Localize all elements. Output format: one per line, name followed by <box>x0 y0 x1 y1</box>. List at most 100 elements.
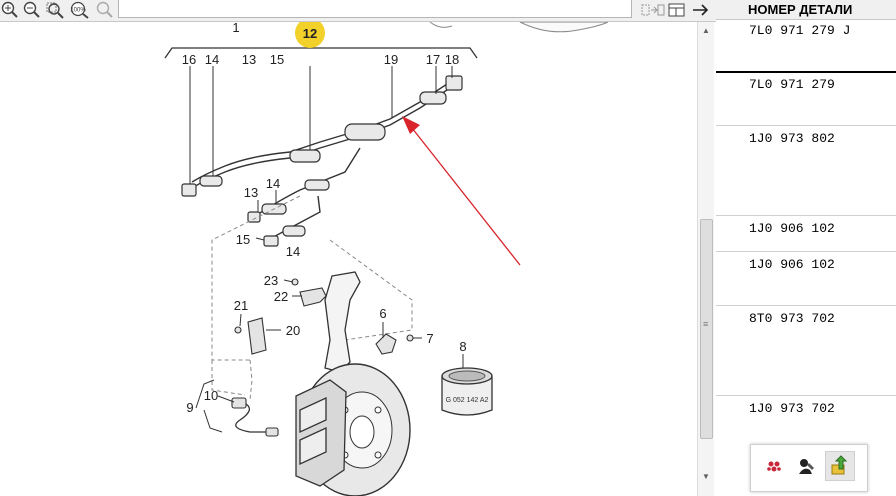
row-divider <box>716 125 896 126</box>
split-view-button[interactable] <box>640 0 666 19</box>
scroll-up-button[interactable]: ▲ <box>698 22 714 38</box>
callout-23[interactable]: 23 <box>264 273 278 288</box>
grommet <box>419 91 447 105</box>
callout-19[interactable]: 19 <box>384 52 398 67</box>
part-row[interactable]: 1J0 906 102 <box>749 221 835 236</box>
callout-22[interactable]: 22 <box>274 289 288 304</box>
zoom-in-button[interactable] <box>0 0 20 19</box>
row-divider <box>716 251 896 252</box>
grease-tube-8: G 052 142 A2 <box>441 367 493 416</box>
callout-16[interactable]: 16 <box>182 52 196 67</box>
row-divider <box>716 215 896 216</box>
zoom-area-button[interactable] <box>46 0 66 19</box>
zoom-in-icon <box>1 1 18 18</box>
grease-tube-label: G 052 142 A2 <box>446 397 489 404</box>
callout-18[interactable]: 18 <box>445 52 459 67</box>
scroll-down-icon: ▼ <box>702 471 710 481</box>
red-arrowhead <box>402 116 420 134</box>
grommet <box>199 175 223 187</box>
callout-12[interactable]: 12 <box>303 26 317 41</box>
rear-sensor-plug <box>265 427 279 437</box>
next-button[interactable] <box>690 0 712 19</box>
sensor-plug <box>247 211 261 223</box>
zoom-out-button[interactable] <box>22 0 42 19</box>
layout-icon <box>668 3 685 16</box>
part-row[interactable]: 1J0 906 102 <box>749 257 835 272</box>
part-row[interactable]: 7L0 971 279 <box>749 77 835 92</box>
scroll-up-icon: ▲ <box>702 25 710 35</box>
sensor-plug <box>263 235 279 247</box>
layout-button[interactable] <box>667 0 687 19</box>
parts-diagram[interactable]: G 052 142 A2 1 12 16 14 13 <box>0 22 697 496</box>
abs-sensor-harness <box>191 81 451 241</box>
export-icon <box>831 455 848 475</box>
zoom-100-icon: 100% <box>70 1 89 19</box>
grommet <box>289 149 321 163</box>
export-button[interactable] <box>825 451 855 481</box>
callout-14b[interactable]: 14 <box>266 176 280 191</box>
steering-knuckle <box>324 271 361 373</box>
split-view-icon <box>641 4 665 15</box>
callout-15[interactable]: 15 <box>270 52 284 67</box>
bracket-20 <box>247 317 267 355</box>
grommet <box>282 225 306 237</box>
row-divider <box>716 71 896 73</box>
zoom-100-button[interactable]: 100% <box>70 0 92 19</box>
callout-17[interactable]: 17 <box>426 52 440 67</box>
group-bracket <box>164 47 478 59</box>
bracket-22 <box>299 287 327 307</box>
scroll-down-button[interactable]: ▼ <box>698 468 714 484</box>
callout-10[interactable]: 10 <box>204 388 218 403</box>
part-row[interactable]: 1J0 973 702 <box>749 401 835 416</box>
search-field[interactable] <box>118 0 632 18</box>
parts-icon <box>767 461 781 472</box>
callout-12-highlight[interactable] <box>295 22 325 48</box>
rear-sensor-plug-10 <box>231 397 247 409</box>
assembly-guide-lines <box>211 195 413 401</box>
callout-8[interactable]: 8 <box>459 339 466 354</box>
callout-20[interactable]: 20 <box>286 323 300 338</box>
sensor-plug <box>181 183 197 197</box>
parts-button[interactable] <box>759 451 789 481</box>
mechanic-button[interactable] <box>791 451 821 481</box>
parts-list-panel: НОМЕР ДЕТАЛИ 7L0 971 279 J 7L0 971 279 1… <box>716 0 896 496</box>
callout-1[interactable]: 1 <box>232 22 239 35</box>
exploded-view-drawing: G 052 142 A2 1 12 16 14 13 <box>164 22 609 496</box>
speed-sensor-6 <box>375 333 397 355</box>
grip-icon: ≡ <box>703 319 709 329</box>
mechanic-icon <box>799 459 814 474</box>
viewer-toolbar: 100% <box>0 0 716 22</box>
connector-housing <box>344 123 386 141</box>
callout-14[interactable]: 14 <box>205 52 219 67</box>
zoom-fit-icon <box>96 1 113 18</box>
bolt-7 <box>406 334 414 342</box>
part-number-column-header[interactable]: НОМЕР ДЕТАЛИ <box>716 0 896 20</box>
row-divider <box>716 305 896 306</box>
callout-9[interactable]: 9 <box>186 400 193 415</box>
callout-13b[interactable]: 13 <box>244 185 258 200</box>
zoom-area-icon <box>46 2 64 19</box>
part-row[interactable]: 7L0 971 279 J <box>749 23 851 38</box>
arrow-right-icon <box>693 3 709 16</box>
part-row[interactable]: 8T0 973 702 <box>749 311 835 326</box>
zoom-out-icon <box>23 1 40 18</box>
screw-21 <box>234 326 242 334</box>
grommet <box>304 179 330 191</box>
callout-6[interactable]: 6 <box>379 306 386 321</box>
zoom-100-label: 100% <box>70 7 86 13</box>
diagram-scrollbar[interactable]: ▲ ≡ ▼ <box>697 22 714 496</box>
scroll-thumb[interactable]: ≡ <box>700 219 713 439</box>
callout-13[interactable]: 13 <box>242 52 256 67</box>
part-row[interactable]: 1J0 973 802 <box>749 131 835 146</box>
red-pointer-line <box>411 127 521 266</box>
callout-21[interactable]: 21 <box>234 298 248 313</box>
rotor-partial <box>519 22 609 33</box>
zoom-fit-button[interactable] <box>95 0 115 19</box>
harness-plug <box>445 75 463 91</box>
row-divider <box>716 395 896 396</box>
callout-7[interactable]: 7 <box>426 331 433 346</box>
column-header-label: НОМЕР ДЕТАЛИ <box>748 2 853 17</box>
callout-14c[interactable]: 14 <box>286 244 300 259</box>
callout-15b[interactable]: 15 <box>236 232 250 247</box>
wire-partial <box>429 22 453 28</box>
